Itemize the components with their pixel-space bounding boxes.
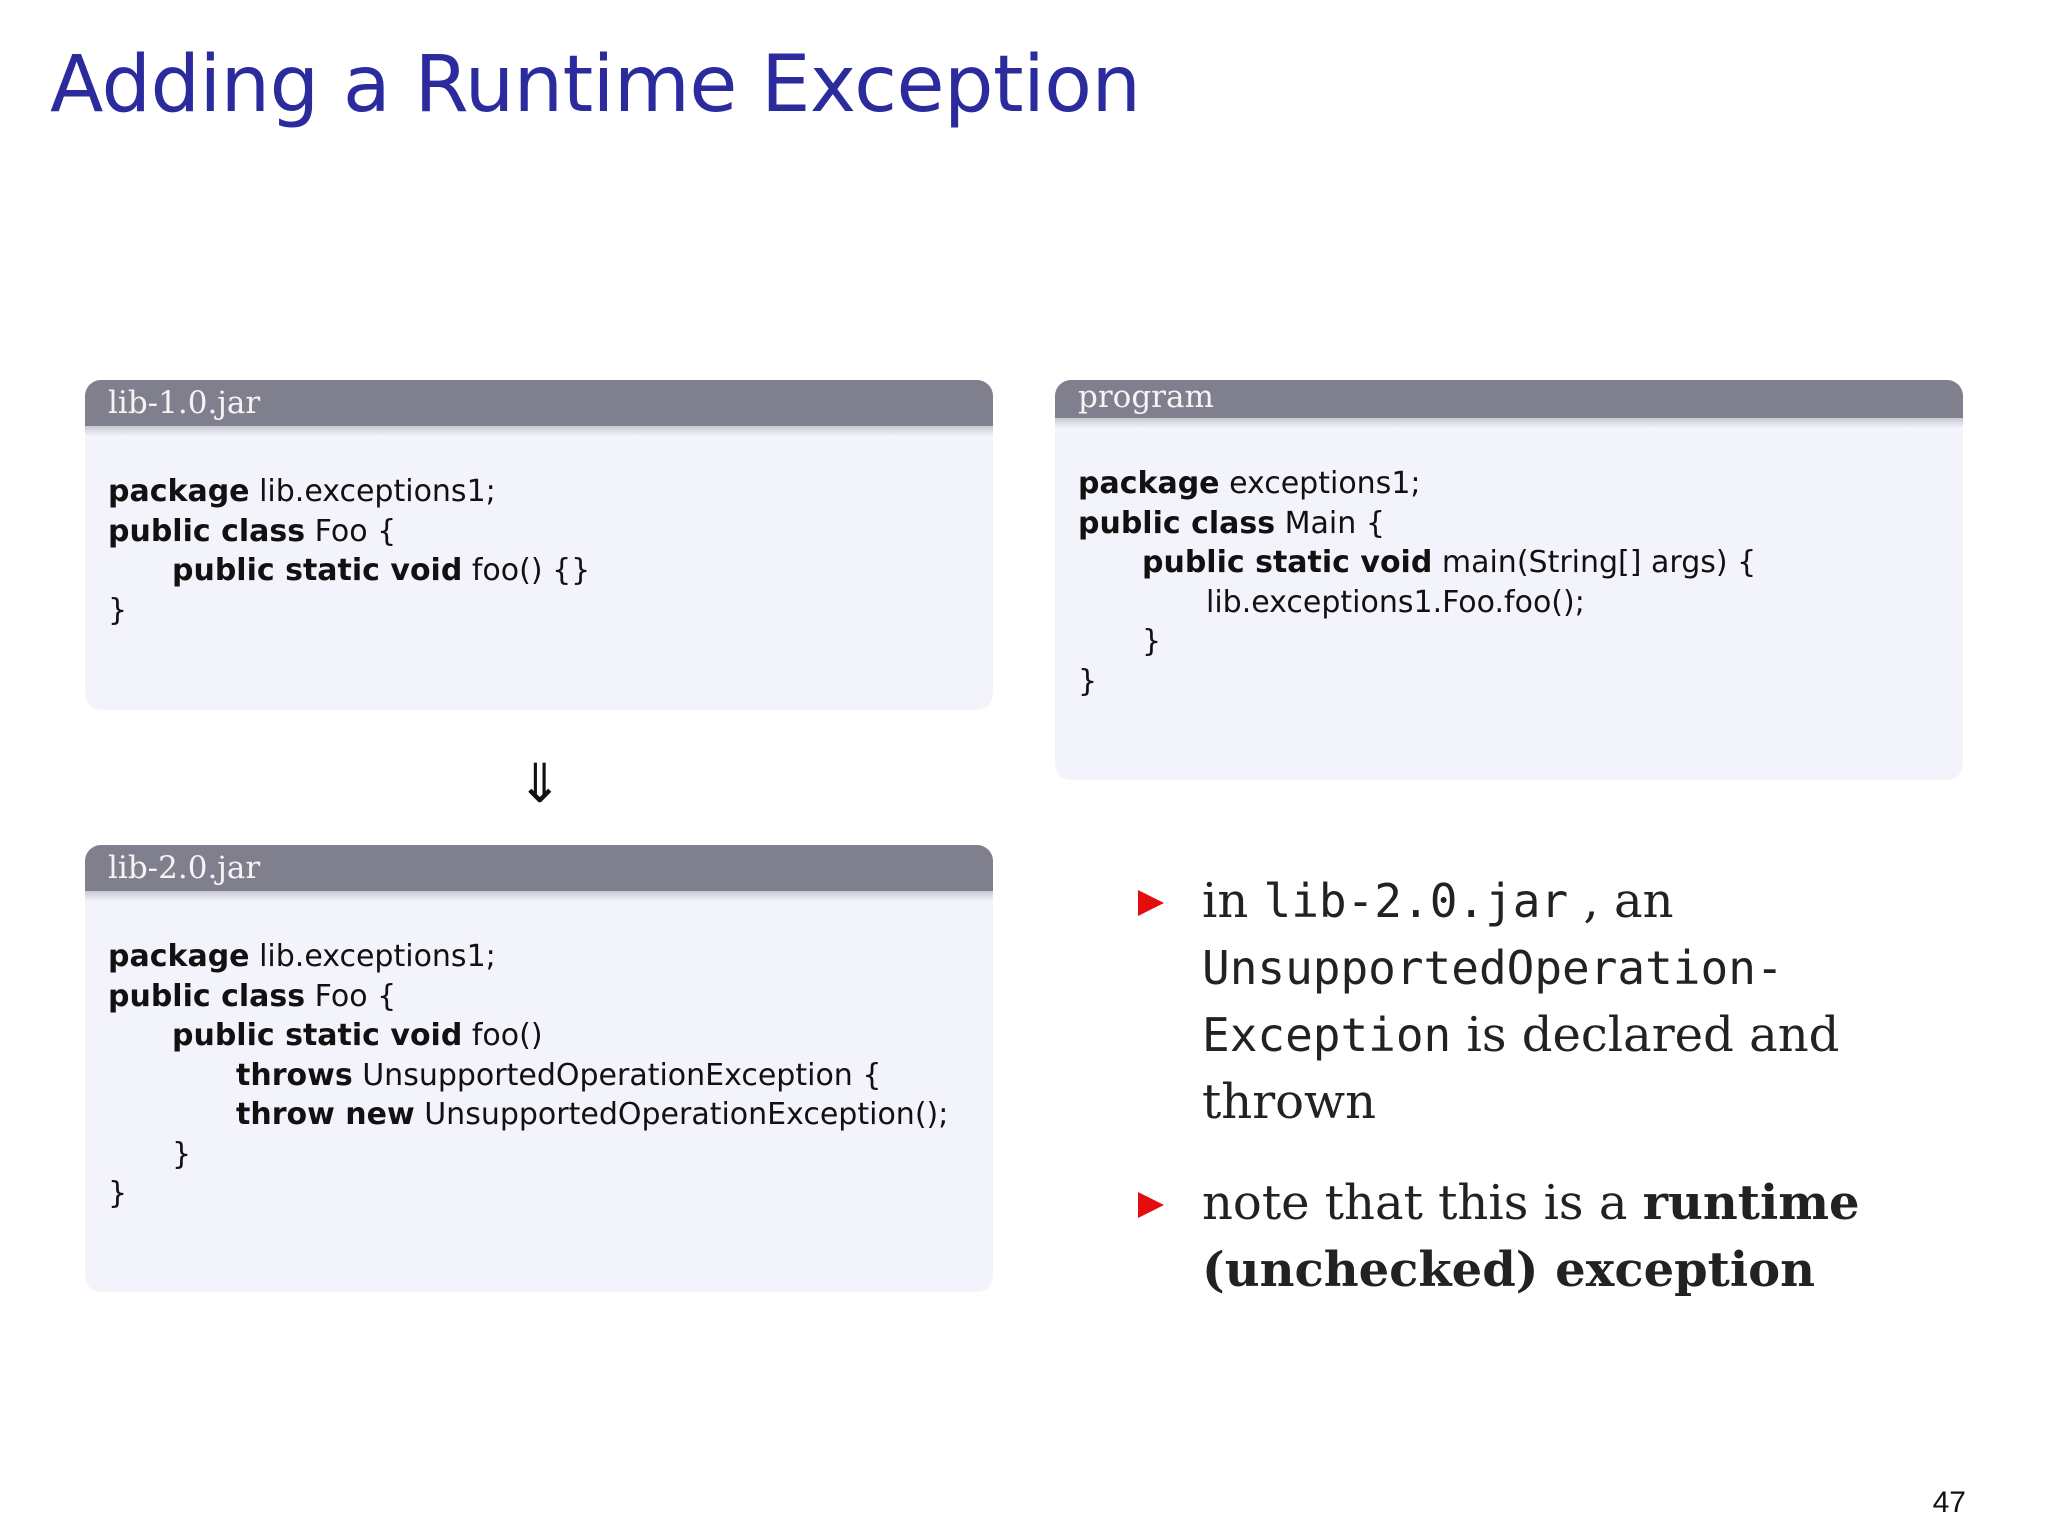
program-code: package exceptions1; public class Main {… (1055, 428, 1963, 701)
lib2-block: lib-2.0.jar package lib.exceptions1; pub… (85, 845, 993, 1292)
page-number: 47 (1932, 1486, 1966, 1519)
lib2-block-title: lib-2.0.jar (85, 845, 993, 891)
code-line: package lib.exceptions1; (108, 939, 496, 974)
code-line: } (1078, 663, 1098, 699)
bullet-list: in lib-2.0.jar , an UnsupportedOperation… (1138, 868, 1938, 1338)
code-line: } (172, 1136, 192, 1172)
code-line: public static void main(String[] args) { (1142, 545, 1757, 580)
lib1-block-divider (85, 426, 993, 436)
code-line: public static void foo() {} (172, 553, 591, 588)
program-block: program package exceptions1; public clas… (1055, 380, 1963, 780)
down-double-arrow-icon: ⇓ (517, 752, 563, 815)
bullet-item: in lib-2.0.jar , an UnsupportedOperation… (1138, 868, 1938, 1136)
triangle-bullet-icon (1138, 890, 1164, 916)
lib1-code: package lib.exceptions1; public class Fo… (85, 436, 993, 630)
code-line: package exceptions1; (1078, 466, 1421, 501)
code-line: } (1142, 624, 1162, 659)
lib2-block-divider (85, 891, 993, 901)
code-line: } (108, 1176, 128, 1211)
lib2-code: package lib.exceptions1; public class Fo… (85, 901, 993, 1214)
code-line: throws UnsupportedOperationException { (236, 1057, 882, 1093)
program-block-divider (1055, 418, 1963, 428)
bullet-item: note that this is a runtime (unchecked) … (1138, 1170, 1938, 1304)
slide-title: Adding a Runtime Exception (50, 40, 1141, 130)
code-line: public class Foo { (108, 513, 397, 549)
code-line: public class Foo { (108, 978, 397, 1014)
code-line: public static void foo() (172, 1018, 543, 1053)
triangle-bullet-icon (1138, 1192, 1164, 1218)
lib1-block-title: lib-1.0.jar (85, 380, 993, 426)
code-line: public class Main { (1078, 505, 1385, 541)
code-line: lib.exceptions1.Foo.foo(); (1206, 584, 1585, 620)
code-line: } (108, 592, 128, 628)
code-line: package lib.exceptions1; (108, 474, 496, 509)
lib1-block: lib-1.0.jar package lib.exceptions1; pub… (85, 380, 993, 710)
code-line: throw new UnsupportedOperationException(… (236, 1097, 949, 1132)
program-block-title: program (1055, 380, 1963, 418)
